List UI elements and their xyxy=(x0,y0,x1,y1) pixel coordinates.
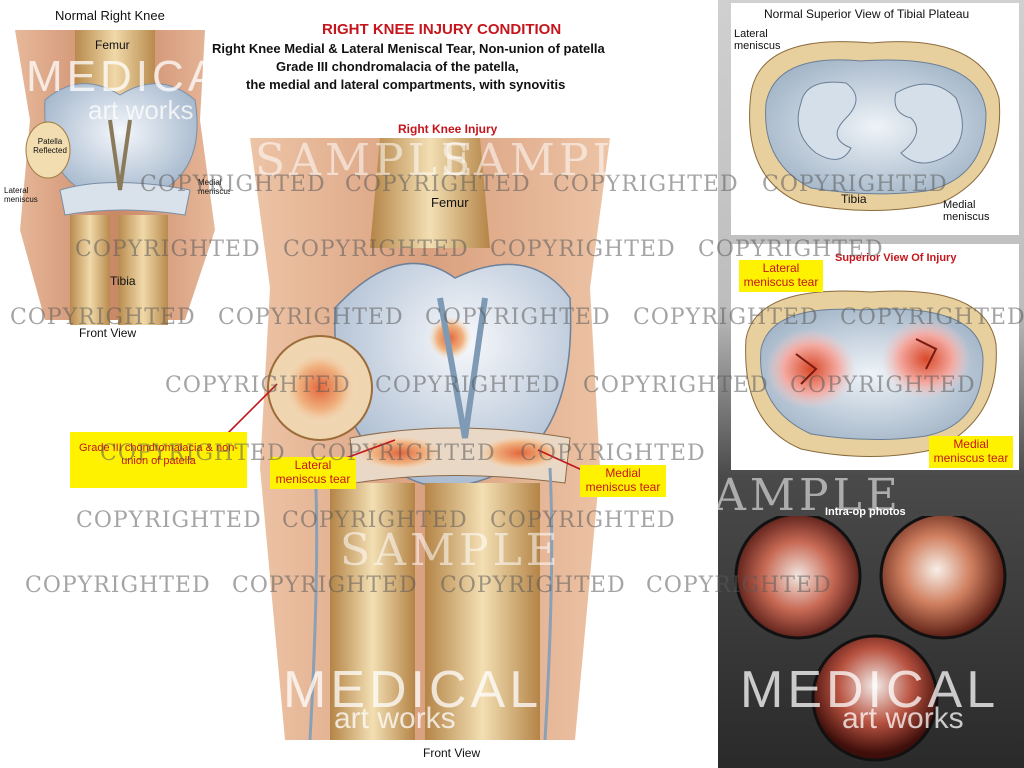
condition-line-3: the medial and lateral compartments, wit… xyxy=(246,77,566,92)
intra-op-photo-3 xyxy=(811,634,939,762)
normal-plateau-title: Normal Superior View of Tibial Plateau xyxy=(764,7,970,21)
patella-injury-label: Grade III chondromalacia & non-union of … xyxy=(70,432,247,488)
normal-plateau-panel: Normal Superior View of Tibial Plateau L… xyxy=(731,3,1019,235)
normal-femur-label: Femur xyxy=(95,38,130,52)
injury-plateau-illustration xyxy=(745,290,997,457)
normal-knee-title: Normal Right Knee xyxy=(55,8,165,23)
injury-knee-panel xyxy=(250,138,610,740)
intra-op-title: Intra-op photos xyxy=(825,506,906,518)
normal-knee-illustration xyxy=(15,30,215,325)
watermark-row: COPYRIGHTED xyxy=(25,573,211,598)
medial-meniscus-tear-label: Medial meniscus tear xyxy=(580,465,666,497)
normal-knee-panel: Normal Right Knee Femur Patella Reflecte… xyxy=(0,0,230,345)
injury-plateau-title: Superior View Of Injury xyxy=(835,252,957,264)
injury-front-view-caption: Front View xyxy=(423,746,481,760)
page-title: RIGHT KNEE INJURY CONDITION xyxy=(322,21,562,38)
normal-tibia-label: Tibia xyxy=(110,274,136,288)
normal-medial-meniscus-label: Medial meniscus xyxy=(198,178,230,196)
injury-knee-illustration xyxy=(250,138,610,740)
normal-plateau-illustration xyxy=(749,41,1001,211)
normal-plateau-lateral-label: Lateral meniscus xyxy=(734,28,781,53)
plateau-lateral-tear-label: Lateral meniscus tear xyxy=(739,260,823,292)
normal-plateau-medial-label: Medial meniscus xyxy=(943,199,990,224)
watermark-row: COPYRIGHTED xyxy=(76,508,262,533)
condition-line-2: Grade III chondromalacia of the patella, xyxy=(276,59,519,74)
lateral-meniscus-tear-label: Lateral meniscus tear xyxy=(270,457,356,489)
patella-reflected-label: Patella Reflected xyxy=(33,137,67,155)
normal-lateral-meniscus-label: Lateral meniscus xyxy=(4,186,38,204)
intra-op-photos xyxy=(734,516,1007,762)
intra-op-photo-2 xyxy=(879,516,1007,640)
normal-plateau-tibia-label: Tibia xyxy=(841,192,867,206)
plateau-medial-tear-label: Medial meniscus tear xyxy=(929,436,1013,468)
injury-femur-label: Femur xyxy=(431,195,469,210)
condition-line-1: Right Knee Medial & Lateral Meniscal Tea… xyxy=(212,41,605,56)
intra-op-photo-1 xyxy=(734,516,862,640)
normal-front-view-caption: Front View xyxy=(79,326,137,340)
injury-knee-title: Right Knee Injury xyxy=(398,122,498,136)
